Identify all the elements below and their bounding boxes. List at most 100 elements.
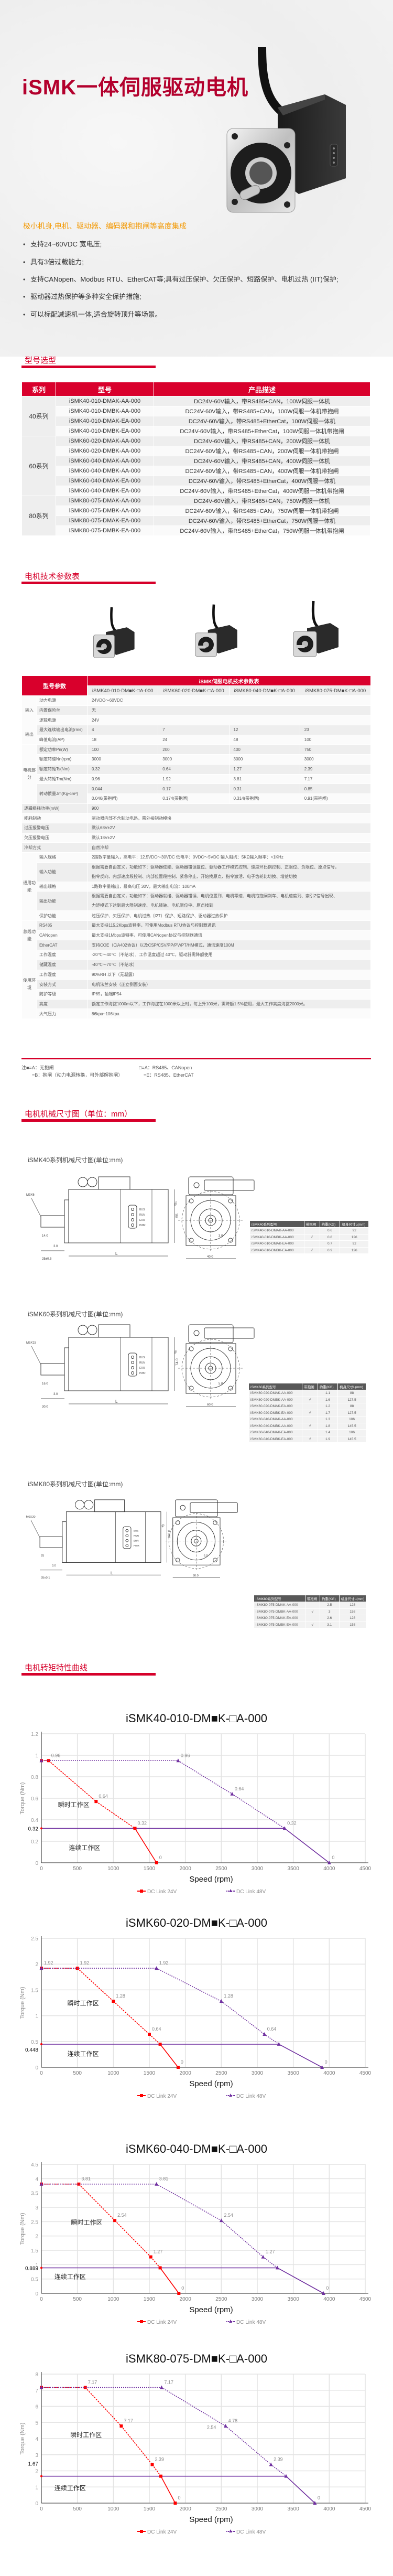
spec-value: 最大支持115.2Kbps波特率，可使用Modbus RTU协议与控制器通讯: [88, 921, 370, 930]
x-tick-label: 2000: [180, 2070, 192, 2076]
data-point-24v: [176, 2066, 180, 2069]
data-point-48v: [159, 2385, 163, 2389]
led-label: ERR: [139, 1367, 145, 1370]
column-header: iSMK40系列型号: [250, 1221, 304, 1227]
data-label: 1.27: [154, 2249, 163, 2255]
spec-value: 0.314(带抱闸): [229, 793, 300, 803]
spec-group-label: 通用功能: [22, 853, 37, 921]
spec-label: 冷却方式: [22, 843, 87, 852]
spec-label: 输入功能: [37, 862, 87, 882]
x-axis-label: Speed (rpm): [189, 2305, 233, 2314]
cable-gland: [75, 1500, 85, 1510]
x-tick-label: 4000: [323, 2296, 335, 2302]
spec-value: 3000: [229, 755, 300, 764]
motor-flange: [64, 1347, 69, 1391]
spec-value: 24: [158, 735, 229, 745]
spec-value: 自然冷却: [88, 843, 370, 852]
flange-thickness-label: 3.0: [53, 1393, 58, 1396]
x-tick-label: 1000: [107, 2070, 119, 2076]
motor-body: [68, 1337, 169, 1391]
spec-value: 根据需要自由定义，功能如下：驱动器就绪、驱动器错误、电机位置到、电机零速、电机抱…: [88, 892, 370, 911]
weight: 0.6: [320, 1228, 340, 1234]
spec-value: 无: [88, 705, 370, 715]
data-label: 4.78: [228, 2418, 238, 2423]
spec-value: 24VDC～60VDC: [88, 696, 370, 705]
spec-label: 能耗制动: [22, 813, 87, 823]
x-tick-label: 4500: [359, 2070, 372, 2076]
corner-header: 型号参数: [22, 676, 87, 695]
feature-item: •具有3倍过载能力;: [23, 256, 84, 266]
led-dot: [131, 1366, 134, 1369]
key-length-label: 25: [41, 1554, 44, 1558]
model-number: iSMK40-010-DMBK-AA-000: [56, 406, 154, 416]
series-segment-48v: [221, 2220, 264, 2258]
table-title: iSMK伺服电机技术参数表: [88, 676, 370, 685]
data-label: 0.32: [138, 1820, 147, 1826]
spec-group-label: 使用环境: [22, 950, 37, 1018]
series-segment-48v: [221, 2001, 265, 2035]
note-bus-a: □=A：RS485、CANopen: [139, 1065, 192, 1070]
data-label: 0: [159, 1855, 162, 1860]
mount-hole: [228, 1386, 233, 1391]
notes-divider: [21, 1058, 371, 1059]
spec-value: 1.92: [158, 774, 229, 784]
length-label: L: [115, 1251, 118, 1256]
model-description: DC24V-60V输入，带RS485+EtherCat，400W伺服一体机带抱闸: [154, 486, 370, 496]
continuous-torque-label: 0.448: [25, 2047, 38, 2053]
model-description: DC24V-60V输入，带RS485+CAN，100W伺服一体机带抱闸: [154, 406, 370, 416]
chart-title: iSMK60-020-DM■K-□A-000: [126, 1916, 267, 1929]
brake-check: √: [302, 1436, 318, 1442]
zone-label: 瞬时工作区: [71, 2219, 103, 2226]
brake-check: √: [305, 1622, 320, 1628]
spec-value: -40℃～70℃（不结冰）: [88, 960, 370, 970]
data-label: 1.28: [116, 1993, 125, 1999]
data-point-24v: [149, 2255, 152, 2259]
data-point-48v: [39, 2385, 43, 2389]
mount-hole: [228, 1346, 233, 1351]
spec-row: 输出功能根据需要自由定义，功能如下：驱动器就绪、驱动器错误、电机位置到、电机零速…: [22, 892, 370, 911]
spec-value: 额定工作海拔1000m以下，工作海拔在1000米以上时，每上升100米，需降额1…: [88, 999, 370, 1009]
body-length: 128: [339, 1602, 366, 1608]
data-label: 0.64: [99, 1794, 108, 1799]
spec-value: 0.91(带抱闸): [300, 793, 370, 803]
model-number: iSMK60-020-DMAK-AA-000: [249, 1390, 302, 1397]
spec-label: 输出规格: [37, 882, 87, 892]
spec-group-label: 总线功能: [22, 921, 37, 950]
y-tick-label: 0.6: [31, 1796, 38, 1802]
mount-hole: [213, 1558, 217, 1563]
led-indicators: [333, 147, 335, 164]
spec-value: 12: [229, 725, 300, 735]
data-label: 0: [325, 2059, 328, 2065]
model-number: iSMK60-040-DMBK-EA-000: [56, 486, 154, 496]
data-label: 1.92: [80, 1960, 90, 1966]
section-divider: [21, 366, 156, 368]
brake-check: [302, 1390, 318, 1397]
cable-gland: [87, 1177, 97, 1187]
data-point-48v: [282, 1826, 287, 1830]
y-tick-label: 8: [35, 2372, 38, 2378]
model-description: DC24V-60V输入，带RS485+CAN，100W伺服一体机: [154, 396, 370, 406]
spec-row: 安装方式电机法兰安装（正立侧面安装）: [22, 980, 370, 989]
led-window: [123, 1526, 132, 1549]
thread-label: M3X6: [26, 1194, 35, 1197]
hero-subtitle: 极小机身,电机、驱动器、编码器和抱闸等高度集成: [23, 222, 187, 230]
column-header: 带抱闸: [305, 1595, 320, 1602]
data-point-24v: [94, 1800, 98, 1804]
mount-hole: [189, 1238, 194, 1243]
spec-row: 保护功能过压保护、欠压保护、电机过热（I2T）保护、短路保护、驱动器过热保护: [22, 911, 370, 921]
series-segment-48v: [232, 1794, 285, 1829]
table-header-row: iSMK60系列型号带抱闸约重(KG)机身尺寸L(mm): [249, 1383, 366, 1390]
continuous-torque-point: [40, 1827, 42, 1830]
data-label: 7.17: [164, 2380, 173, 2385]
data-label: 0.32: [287, 1820, 297, 1826]
column-header: iSMK80系列型号: [254, 1595, 305, 1602]
data-point-48v: [224, 2424, 228, 2428]
dimension-drawing-40: BUSRUNERRPWRLM3X625±0.514.03.05540.045°3…: [26, 1176, 255, 1261]
brake-check: [302, 1430, 318, 1436]
